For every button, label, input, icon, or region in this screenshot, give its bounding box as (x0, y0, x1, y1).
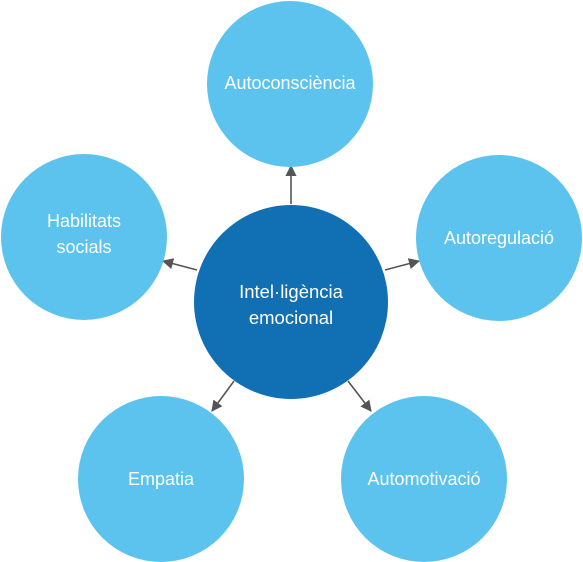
node-empatia: Empatia (78, 396, 244, 562)
node-center-intelligencia-emocional: Intel·ligència emocional (194, 205, 388, 399)
node-label: Automotivació (367, 469, 480, 489)
node-automotivacio: Automotivació (341, 396, 507, 562)
node-circle (78, 396, 244, 562)
center-label-line-2: emocional (249, 307, 333, 328)
node-label-line-2: socials (56, 237, 111, 257)
node-autoregulacio: Autoregulació (416, 155, 582, 321)
arrow-to-habilitats-socials (161, 258, 198, 271)
center-label-line-1: Intel·ligència (239, 281, 344, 302)
node-circle (341, 396, 507, 562)
node-circle (1, 154, 167, 320)
node-autoconsciencia: Autoconsciència (207, 1, 373, 167)
arrow-to-autoregulacio (384, 258, 421, 271)
node-label-line-1: Habilitats (47, 211, 121, 231)
arrow-to-empatia (211, 380, 235, 412)
node-label: Autoconsciència (224, 73, 356, 93)
node-circle (416, 155, 582, 321)
node-label: Autoregulació (444, 228, 554, 248)
connectors (161, 164, 421, 412)
node-circle (207, 1, 373, 167)
arrow-to-automotivacio (347, 380, 372, 412)
center-circle (194, 205, 388, 399)
node-label: Empatia (128, 469, 195, 489)
node-habilitats-socials: Habilitats socials (1, 154, 167, 320)
